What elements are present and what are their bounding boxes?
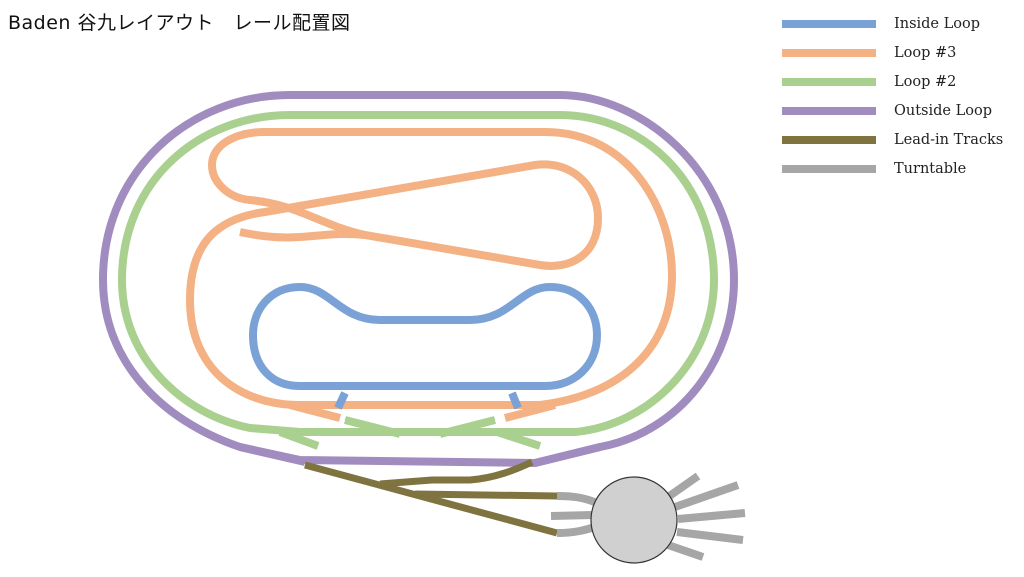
lead-in-upper (379, 458, 534, 488)
page-title: Baden 谷九レイアウト レール配置図 (8, 12, 351, 34)
legend-label: Lead-in Tracks (894, 131, 1004, 148)
legend-item: Loop #3 (782, 38, 1018, 67)
loop-2-crossover-right (439, 416, 496, 438)
legend-label: Outside Loop (894, 102, 992, 119)
loop-3-spur-right (503, 401, 557, 422)
lead-in-middle (414, 490, 558, 500)
turntable-stub-2 (550, 511, 594, 520)
legend-item: Outside Loop (782, 96, 1018, 125)
legend-item: Turntable (782, 154, 1018, 183)
legend-item: Lead-in Tracks (782, 125, 1018, 154)
inside-loop (248, 282, 602, 410)
outside-loop-switch-left (239, 443, 306, 466)
turntable-ray-1 (665, 472, 701, 501)
outside-loop (98, 91, 739, 468)
loop-3-spur-left (288, 401, 342, 422)
legend-swatch (782, 19, 876, 28)
loop-3-crossing (239, 228, 366, 242)
legend-label: Inside Loop (894, 15, 980, 32)
legend-swatch (782, 77, 876, 86)
loop-3 (185, 128, 677, 422)
legend-swatch (782, 164, 876, 173)
legend-swatch (782, 48, 876, 57)
legend-swatch (782, 135, 876, 144)
loop-2-spur-right (495, 428, 542, 450)
lead-in-main (304, 461, 558, 537)
turntable-ray-3 (677, 509, 746, 523)
legend-item: Loop #2 (782, 67, 1018, 96)
turntable-ray-5 (666, 541, 705, 561)
outside-loop-track (98, 91, 739, 468)
legend-label: Loop #2 (894, 73, 957, 90)
inside-loop-spur-left (334, 391, 349, 410)
legend-swatch (782, 106, 876, 115)
loop-2-spur-left (278, 428, 320, 450)
loop-3-track (185, 128, 677, 409)
loop-2 (117, 111, 719, 450)
legend-label: Turntable (894, 160, 967, 177)
turntable-ray-4 (676, 528, 744, 544)
loop-2-track (117, 111, 719, 436)
turntable (550, 472, 746, 564)
lead-in-tracks (304, 458, 558, 537)
turntable-stub-3 (556, 523, 597, 537)
outside-loop-switch-right (534, 443, 601, 467)
legend-label: Loop #3 (894, 44, 957, 61)
loop-2-crossover-left (344, 416, 401, 438)
inside-loop-spur-right (508, 391, 522, 410)
turntable-disc (590, 476, 678, 564)
legend-item: Inside Loop (782, 9, 1018, 38)
inside-loop-track (248, 282, 602, 390)
turntable-stub-1 (556, 492, 599, 507)
turntable-ray-2 (673, 481, 740, 511)
